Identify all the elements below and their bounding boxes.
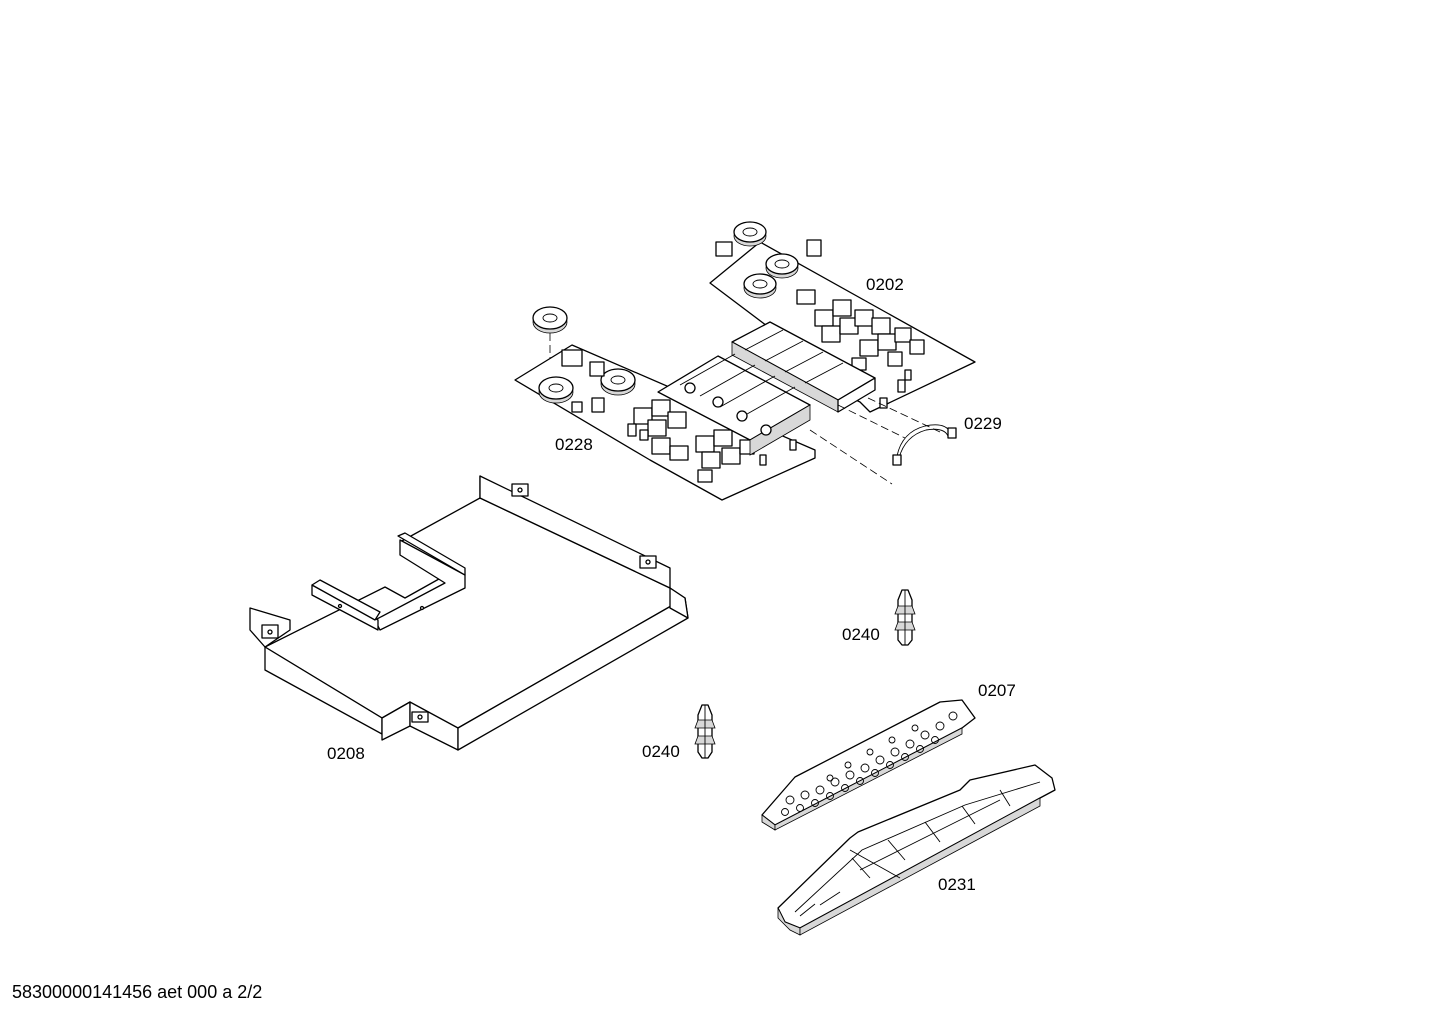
label-0240-right: 0240 [842,625,880,644]
label-0240-left: 0240 [642,742,680,761]
label-0231: 0231 [938,875,976,894]
label-0229: 0229 [964,414,1002,433]
part-0231-housing[interactable] [777,764,1056,936]
document-footer-id: 58300000141456 aet 000 a 2/2 [12,982,263,1002]
label-0228: 0228 [555,435,593,454]
part-0240-spacer-right[interactable] [894,589,916,646]
part-0208-tray[interactable] [249,475,689,751]
part-0202-power-board[interactable] [709,221,976,413]
part-0207-control-board[interactable] [761,699,976,831]
part-0229-cable[interactable] [892,424,957,466]
label-0202: 0202 [866,275,904,294]
label-0207: 0207 [978,681,1016,700]
part-0228-power-board[interactable] [514,306,816,501]
alignment-lines [809,397,941,485]
part-0240-spacer-left[interactable] [694,704,716,759]
label-0208: 0208 [327,744,365,763]
